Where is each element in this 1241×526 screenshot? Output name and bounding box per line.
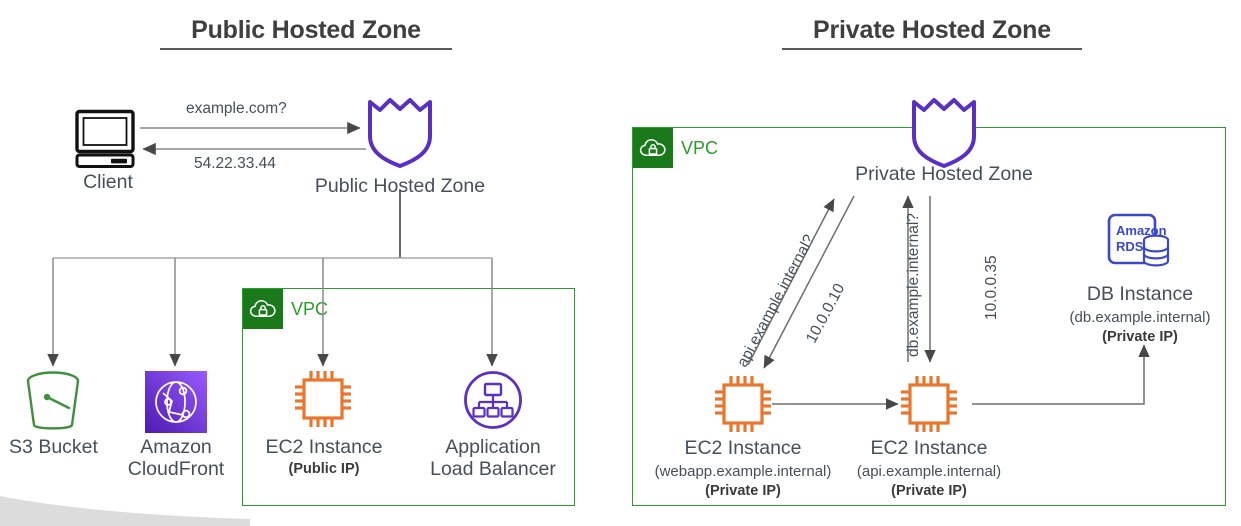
ec2-webapp-label-line1: EC2 Instance	[684, 437, 802, 459]
cloudfront-label-line1: Amazon	[140, 436, 212, 458]
public-hosted-zone-node-label: Public Hosted Zone	[314, 175, 486, 197]
public-zone-connectors	[47, 121, 498, 367]
vpc-cloud-lock-icon	[633, 128, 673, 168]
query-edge-label: example.com?	[186, 100, 287, 117]
db-answer-edge-label: 10.0.0.35	[983, 255, 1000, 320]
svg-text:RDS: RDS	[1116, 239, 1144, 254]
ec2-chip-icon	[901, 376, 957, 432]
private-vpc-badge: VPC	[633, 128, 718, 168]
answer-edge-label: 54.22.33.44	[194, 155, 276, 172]
private-hosted-zone-node-label: Private Hosted Zone	[855, 163, 1033, 185]
private-vpc-label: VPC	[681, 138, 719, 158]
s3-label-line1: S3 Bucket	[9, 436, 98, 458]
application-load-balancer-icon	[464, 371, 522, 429]
ec2-chip-icon	[295, 371, 351, 427]
desktop-computer-icon	[75, 109, 135, 168]
db-instance-label-line2: (db.example.internal)	[1069, 309, 1211, 326]
public-vpc-label: VPC	[291, 299, 329, 319]
ec2-webapp-label-line3: (Private IP)	[705, 483, 781, 499]
client-label: Client	[83, 171, 133, 193]
db-query-edge-label: db.example.internal?	[905, 213, 922, 357]
public-zone-title: Public Hosted Zone	[160, 16, 452, 50]
public-vpc-boundary	[242, 288, 575, 506]
ec2-public-label-line3: (Public IP)	[288, 461, 360, 477]
cloudfront-label-line2: CloudFront	[127, 458, 225, 480]
ec2-chip-icon	[715, 376, 771, 432]
s3-bucket-icon	[26, 371, 80, 430]
private-zone-connectors	[747, 195, 1150, 410]
ec2-api-label-line1: EC2 Instance	[870, 437, 988, 459]
db-instance-label-line3: (Private IP)	[1102, 329, 1178, 345]
private-zone-title: Private Hosted Zone	[782, 16, 1082, 50]
route53-shield-icon	[368, 98, 432, 168]
svg-text:Amazon: Amazon	[1116, 223, 1167, 238]
amazon-rds-icon: Amazon RDS	[1107, 213, 1170, 267]
ec2-api-label-line3: (Private IP)	[891, 483, 967, 499]
alb-label-line1: Application	[445, 436, 541, 458]
vpc-cloud-lock-icon	[243, 289, 283, 329]
cloudfront-globe-icon	[145, 371, 207, 433]
ec2-public-label-line1: EC2 Instance	[265, 436, 383, 458]
route53-shield-icon	[912, 98, 976, 168]
alb-label-line2: Load Balancer	[430, 458, 556, 480]
db-instance-label-line1: DB Instance	[1086, 283, 1194, 305]
ec2-api-label-line2: (api.example.internal)	[856, 463, 1002, 480]
public-vpc-badge: VPC	[243, 289, 328, 329]
ec2-webapp-label-line2: (webapp.example.internal)	[654, 463, 832, 480]
